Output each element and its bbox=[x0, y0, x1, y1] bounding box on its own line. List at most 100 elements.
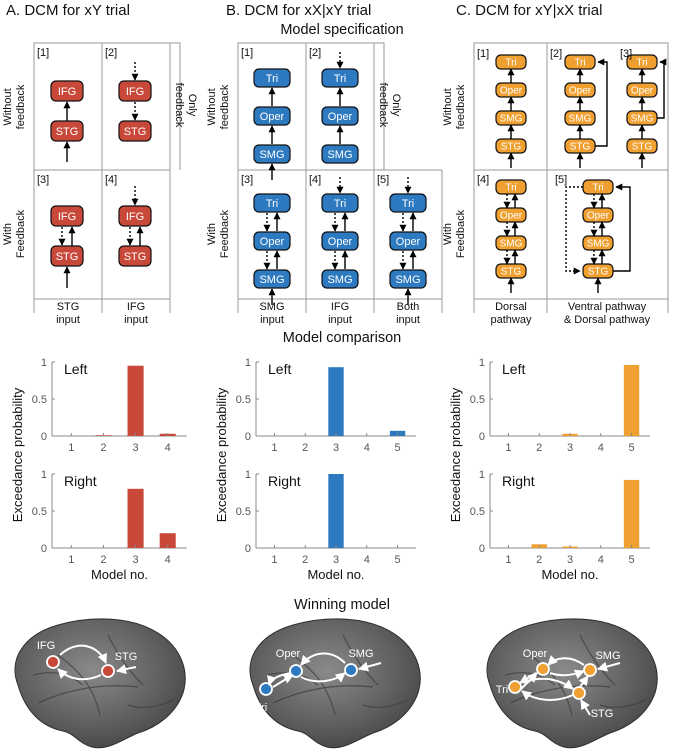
a-ifg-label: IFG bbox=[37, 640, 55, 652]
c-smg-label: SMG bbox=[595, 650, 620, 662]
bar-3 bbox=[328, 474, 344, 548]
row-label-with: With bbox=[2, 223, 14, 245]
c5-stg-label: STG bbox=[588, 267, 609, 278]
b2-tri-label: Tri bbox=[334, 73, 346, 85]
x-tick-label-2: 2 bbox=[302, 554, 308, 566]
y-tick-label: 0.5 bbox=[236, 506, 251, 518]
b5-smg-label: SMG bbox=[395, 274, 420, 286]
panel-b-input-dividers bbox=[237, 299, 443, 313]
y-tick-label: 1 bbox=[245, 469, 251, 481]
c-row-label-with: With bbox=[442, 223, 454, 245]
panel-b-bracket bbox=[374, 42, 385, 170]
x-tick-label-2: 2 bbox=[100, 442, 106, 454]
x-tick-label-3: 3 bbox=[567, 442, 573, 454]
y-tick-label: 0.5 bbox=[470, 394, 485, 406]
hemisphere-label: Left bbox=[268, 361, 291, 377]
x-tick-label-2: 2 bbox=[100, 554, 106, 566]
y-tick-label: 0 bbox=[41, 431, 47, 443]
x-axis-label: Model no. bbox=[91, 567, 148, 582]
b2-tri-node bbox=[321, 68, 359, 88]
b-smg-label: SMG bbox=[348, 648, 373, 660]
c2-stg-label: STG bbox=[570, 142, 591, 153]
c-row-label-feedback: feedback bbox=[455, 84, 467, 129]
a4-ifg-node bbox=[118, 205, 152, 227]
c4-smg-label: SMG bbox=[500, 239, 523, 250]
b-oper-tri-arrow bbox=[267, 672, 292, 686]
a2-stg-label: STG bbox=[124, 126, 147, 138]
c-stg-label: STG bbox=[591, 708, 614, 720]
c2-tri-label: Tri bbox=[574, 58, 585, 69]
input-label-c1b: pathway bbox=[491, 314, 532, 326]
x-tick-label-1: 1 bbox=[505, 442, 511, 454]
y-tick-label: 1 bbox=[41, 469, 47, 481]
section-winning-model: Winning model bbox=[294, 597, 390, 613]
x-tick-label-4: 4 bbox=[598, 554, 604, 566]
model-num-b5: [5] bbox=[377, 174, 389, 186]
b-tri-label: Tri bbox=[255, 702, 267, 714]
x-tick-label-4: 4 bbox=[364, 442, 370, 454]
y-axis-label-0: Exceedance probability bbox=[10, 387, 25, 522]
model-num-c2: [2] bbox=[550, 48, 562, 60]
row-label-only-feedback: feedback bbox=[173, 83, 185, 128]
a4-stg-label: STG bbox=[124, 251, 147, 263]
brain-outline bbox=[14, 618, 186, 749]
c-input-smg-arrow bbox=[597, 661, 621, 672]
b-row-label-without: Without bbox=[206, 88, 218, 125]
b4-smg-node bbox=[321, 269, 359, 289]
model-num-c1: [1] bbox=[477, 48, 489, 60]
x-tick-label-3: 3 bbox=[133, 442, 139, 454]
input-label-b2: IFG bbox=[331, 301, 349, 313]
x-tick-label-5: 5 bbox=[628, 554, 634, 566]
b1-smg-node bbox=[253, 144, 291, 164]
b1-tri-label: Tri bbox=[266, 73, 278, 85]
b-row-label-only-feedback: feedback bbox=[377, 83, 389, 128]
c-tri-dot bbox=[508, 680, 522, 694]
a3-stg-label: STG bbox=[56, 251, 79, 263]
a3-ifg-label: IFG bbox=[58, 211, 76, 223]
brain-outline bbox=[249, 618, 421, 749]
b1-oper-node bbox=[253, 106, 291, 126]
panel-c-cell-4 bbox=[546, 169, 669, 300]
hemisphere-label: Right bbox=[268, 473, 301, 489]
input-label-b3: Both bbox=[397, 301, 420, 313]
b-input-arrow bbox=[358, 661, 382, 672]
y-tick-label: 1 bbox=[41, 357, 47, 369]
b-oper-label: Oper bbox=[276, 648, 301, 660]
y-tick-label: 1 bbox=[245, 357, 251, 369]
b5-tri-label: Tri bbox=[402, 198, 414, 210]
c-tri-label: Tri bbox=[496, 684, 508, 696]
x-tick-label-3: 3 bbox=[333, 442, 339, 454]
b-oper-dot bbox=[289, 664, 303, 678]
bar-4 bbox=[159, 533, 176, 548]
y-tick-label: 0 bbox=[245, 543, 251, 555]
b2-oper-node bbox=[321, 106, 359, 126]
b5-oper-node bbox=[389, 231, 427, 251]
b-row-label-feedback: feedback bbox=[219, 84, 231, 129]
x-axis-label: Model no. bbox=[541, 567, 598, 582]
c3-tri-label: Tri bbox=[636, 58, 647, 69]
c-smg-oper-arrow bbox=[547, 655, 585, 666]
b5-smg-node bbox=[389, 269, 427, 289]
c3-stg-label: STG bbox=[632, 142, 653, 153]
panel-b-title: B. DCM for xX|xY trial bbox=[226, 2, 372, 19]
b3-smg-label: SMG bbox=[259, 274, 284, 286]
y-tick-label: 0.5 bbox=[236, 394, 251, 406]
c5-smg-label: SMG bbox=[587, 239, 610, 250]
c1-stg-label: STG bbox=[501, 142, 522, 153]
c4-smg-node bbox=[495, 235, 527, 251]
b-oper-smg-arrow bbox=[300, 672, 346, 683]
input-label-b3b: input bbox=[396, 314, 420, 326]
a4-stg-node bbox=[118, 245, 152, 267]
c5-tri-label: Tri bbox=[592, 183, 603, 194]
x-tick-label-2: 2 bbox=[536, 442, 542, 454]
b3-tri-node bbox=[253, 193, 291, 213]
x-tick-label-4: 4 bbox=[598, 442, 604, 454]
a3-ifg-node bbox=[50, 205, 84, 227]
b-row-label-only: Only bbox=[390, 94, 402, 117]
x-tick-label-1: 1 bbox=[505, 554, 511, 566]
b4-oper-node bbox=[321, 231, 359, 251]
a1-ifg-node bbox=[50, 80, 84, 102]
b5-oper-label: Oper bbox=[396, 236, 421, 248]
